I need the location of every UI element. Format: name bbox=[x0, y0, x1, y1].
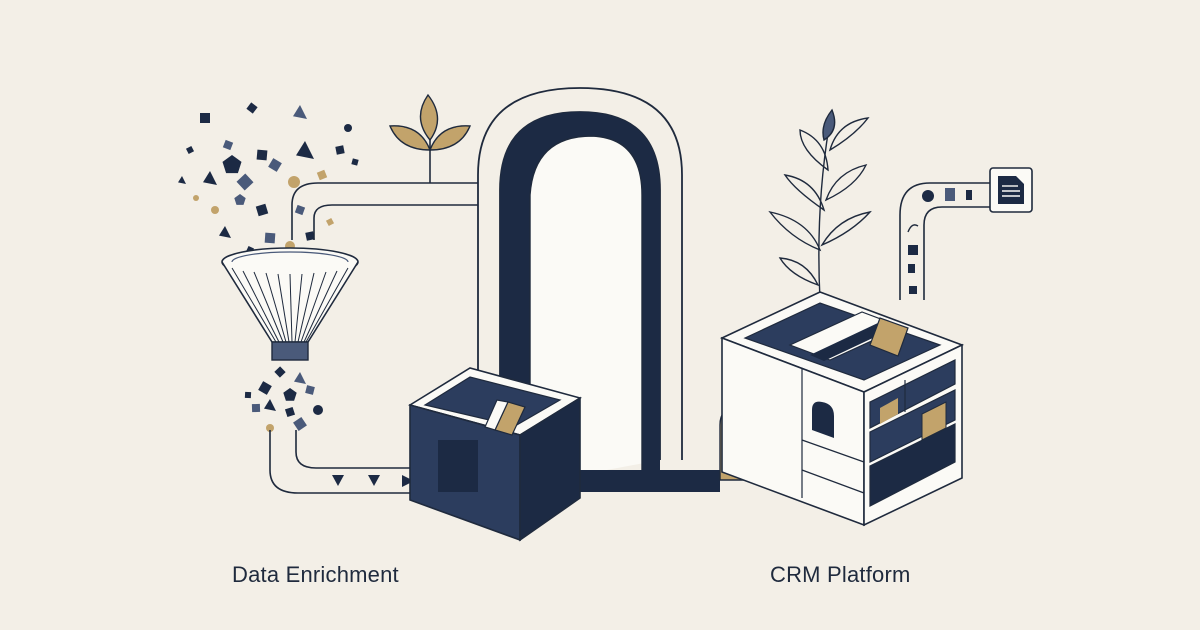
data-particle bbox=[283, 388, 297, 401]
data-particle bbox=[264, 232, 276, 244]
data-particle bbox=[222, 139, 234, 151]
data-particle bbox=[219, 226, 231, 238]
data-particle bbox=[335, 145, 345, 155]
data-particle bbox=[244, 391, 252, 399]
data-particle bbox=[222, 155, 242, 174]
data-particle bbox=[293, 105, 307, 119]
funnel-icon bbox=[221, 247, 359, 361]
data-particle bbox=[264, 399, 276, 411]
data-particle bbox=[294, 204, 306, 216]
data-particle bbox=[211, 206, 219, 214]
data-particle bbox=[274, 366, 286, 378]
data-particle bbox=[294, 372, 306, 384]
data-particle bbox=[288, 176, 300, 188]
data-particle bbox=[293, 417, 307, 431]
data-particle bbox=[246, 102, 258, 114]
data-particles bbox=[178, 102, 359, 432]
data-particle bbox=[200, 113, 210, 123]
data-particle bbox=[236, 173, 254, 191]
sprout-icon bbox=[388, 93, 472, 183]
crm-platform-label: CRM Platform bbox=[770, 562, 911, 587]
open-box-icon bbox=[408, 367, 582, 542]
crm-cabinet-icon bbox=[719, 291, 965, 527]
data-particle bbox=[344, 124, 352, 132]
upper-pipe bbox=[291, 182, 478, 240]
data-particle bbox=[305, 385, 315, 395]
data-particle bbox=[313, 405, 323, 415]
data-particle bbox=[234, 194, 246, 205]
data-particle bbox=[185, 145, 195, 155]
data-enrichment-label: Data Enrichment bbox=[232, 562, 399, 587]
data-particle bbox=[255, 203, 269, 217]
data-particle bbox=[305, 231, 315, 241]
data-particle bbox=[203, 171, 217, 185]
data-particle bbox=[266, 424, 274, 432]
plant-icon bbox=[768, 108, 872, 301]
data-particle bbox=[351, 158, 359, 166]
data-particle bbox=[258, 381, 272, 395]
data-particle bbox=[256, 149, 268, 161]
data-particle bbox=[284, 406, 296, 418]
data-particle bbox=[296, 141, 314, 159]
data-particle bbox=[268, 158, 282, 172]
data-particle bbox=[316, 169, 328, 181]
data-particle bbox=[193, 195, 199, 201]
data-particle bbox=[178, 176, 186, 184]
right-pipe bbox=[899, 182, 1032, 300]
right-pipe-tokens bbox=[907, 188, 972, 294]
data-particle bbox=[251, 403, 261, 413]
document-icon bbox=[989, 167, 1033, 213]
data-particle bbox=[325, 217, 335, 227]
